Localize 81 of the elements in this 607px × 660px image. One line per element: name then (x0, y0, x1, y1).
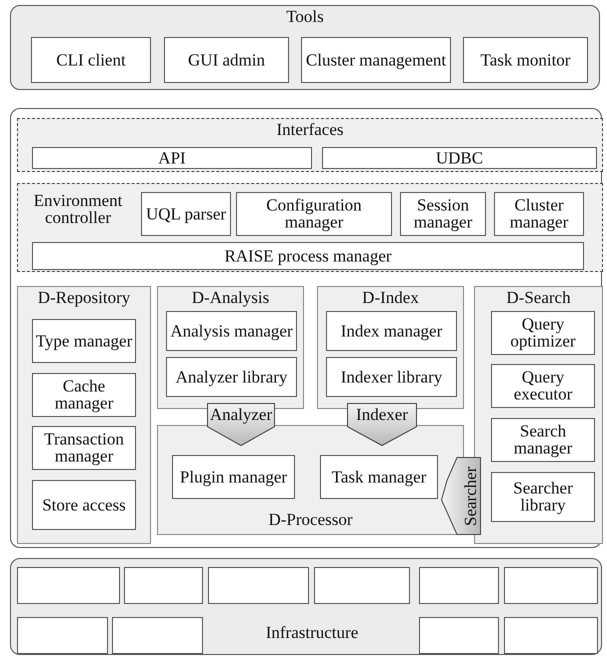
component-label: Session manager (412, 196, 474, 232)
group-title: D-Index (361, 289, 420, 306)
component-label: Analyzer library (174, 368, 288, 386)
system-panel (10, 108, 602, 548)
component-label: Transaction manager (43, 430, 125, 466)
component-box (141, 192, 231, 236)
component-box (166, 357, 297, 397)
component-box (112, 617, 203, 654)
component-label: Task monitor (480, 51, 572, 69)
component-box (491, 311, 595, 355)
component-box (463, 37, 588, 83)
group-panel (10, 5, 600, 90)
component-box (504, 567, 598, 604)
component-box (17, 617, 108, 654)
component-box (172, 455, 295, 499)
component-box (491, 472, 595, 522)
component-label: Cache manager (54, 378, 114, 412)
component-label: Searcher library (512, 480, 574, 514)
component-label: Cluster manager (508, 196, 570, 232)
component-box (491, 364, 595, 408)
group-title: D-Repository (36, 289, 132, 306)
component-label: Search manager (512, 422, 574, 458)
group-panel (10, 558, 602, 655)
arrow-label: Analyzer (208, 406, 274, 424)
component-label: Index manager (340, 322, 444, 340)
module-panel (17, 286, 151, 544)
arrow-label: Indexer (355, 406, 409, 424)
component-label: Indexer library (340, 368, 444, 386)
component-label: CLI client (55, 51, 127, 69)
component-box (32, 319, 136, 363)
component-box (419, 567, 499, 604)
component-box (166, 311, 297, 351)
component-box (32, 480, 136, 530)
group-title: D-Analysis (190, 289, 270, 306)
component-box (400, 192, 486, 236)
component-label: Query executor (512, 368, 574, 404)
component-box (419, 617, 499, 654)
component-box (31, 37, 151, 83)
component-label: Plugin manager (178, 468, 288, 486)
component-box (326, 357, 457, 397)
component-box (314, 567, 410, 604)
component-box (491, 418, 595, 462)
component-label: Configuration manager (265, 196, 363, 232)
module-panel (157, 286, 304, 409)
component-label: Store access (41, 496, 127, 514)
arrow-label: Searcher (462, 465, 479, 528)
component-box (494, 192, 584, 236)
component-box (32, 373, 136, 417)
group-title: D-Processor (267, 510, 354, 528)
component-box (326, 311, 457, 351)
component-box (17, 567, 120, 604)
component-box (322, 147, 597, 169)
component-box (32, 147, 312, 169)
component-label: RAISE process manager (223, 247, 393, 265)
component-label: UDBC (434, 149, 484, 167)
component-label: Analysis manager (169, 322, 294, 340)
module-panel (157, 425, 464, 535)
layer-panel (17, 118, 603, 172)
component-label: Type manager (34, 332, 134, 350)
group-title: Interfaces (275, 121, 344, 138)
component-box (236, 192, 392, 236)
component-label: Cluster management (304, 51, 448, 69)
component-label: UQL parser (144, 205, 228, 223)
component-box (32, 242, 584, 270)
component-label: Task manager (330, 468, 428, 486)
component-label: GUI admin (187, 51, 266, 69)
component-label: Query optimizer (509, 316, 577, 350)
layer-panel (17, 183, 603, 272)
component-box (320, 455, 438, 499)
component-box (32, 426, 136, 470)
component-box (124, 567, 203, 604)
module-panel (317, 286, 464, 409)
component-label: API (157, 149, 187, 167)
component-box (504, 617, 598, 654)
component-box (208, 567, 309, 604)
group-title: Infrastructure (264, 624, 360, 642)
group-title: D-Search (505, 289, 572, 306)
component-box (164, 37, 289, 83)
component-box (301, 37, 451, 83)
group-title: Environment controller (32, 192, 124, 227)
group-title: Tools (285, 8, 325, 26)
